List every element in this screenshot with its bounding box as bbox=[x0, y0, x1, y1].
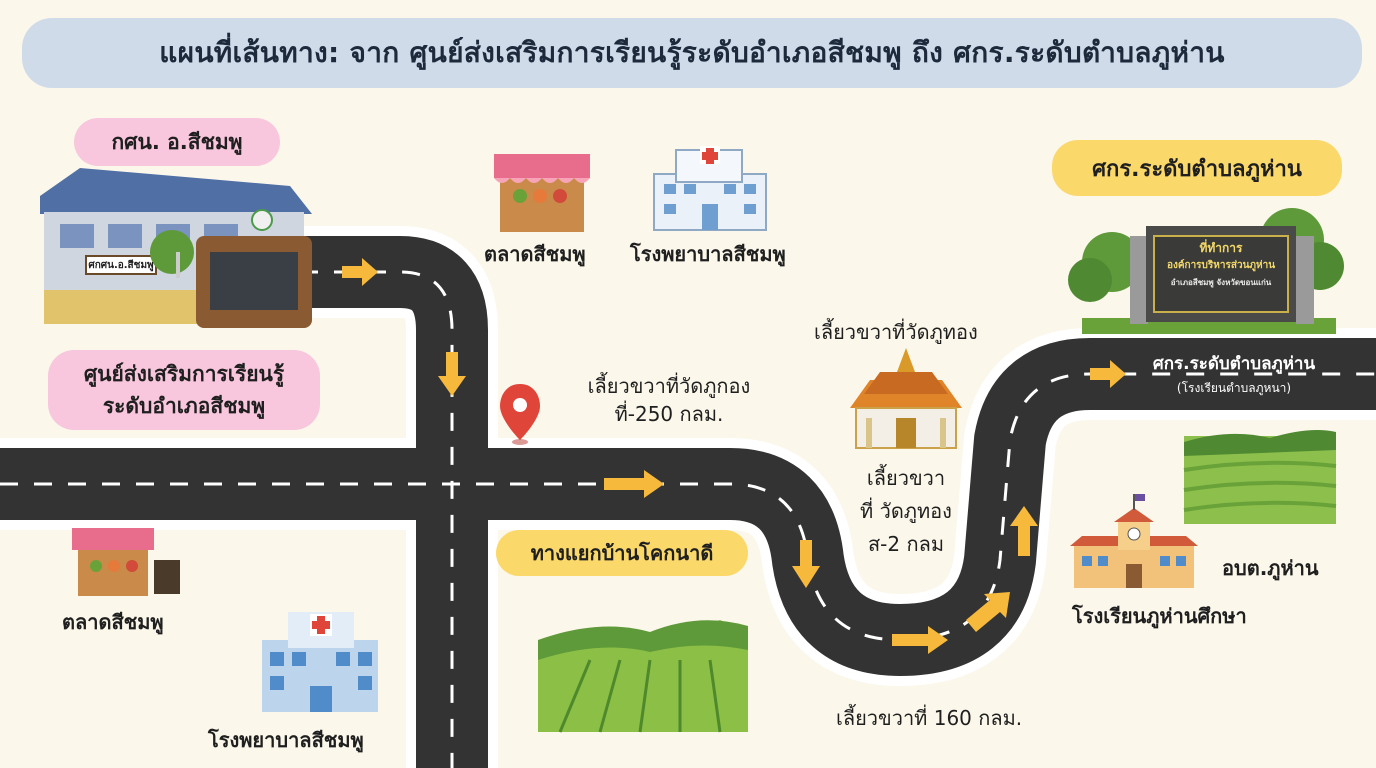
turn1-line1: เลี้ยวขวาที่วัดภูกอง bbox=[587, 374, 751, 398]
destination-sign-line1: ที่ทำการ bbox=[1199, 241, 1243, 255]
destination-sign-line2: องค์การบริหารส่วนภูห่าน bbox=[1166, 260, 1276, 271]
destination-sign-line3: อำเภอสีชมพู จังหวัดขอนแก่น bbox=[1170, 278, 1272, 287]
destination-sign bbox=[1068, 208, 1344, 334]
destination-road-label: ศกร.ระดับตำบลภูห่าน (โรงเรียนตำบลภูหนา) bbox=[1128, 352, 1340, 400]
temple-heading: เลี้ยวขวาที่วัดภูทอง bbox=[814, 320, 978, 344]
hospital-top-label: โรงพยาบาลสีชมพู bbox=[630, 242, 786, 266]
market-bottom-icon bbox=[72, 528, 180, 596]
turn2-line1: เลี้ยวขวา bbox=[866, 466, 946, 490]
origin-name-line1: ศูนย์ส่งเสริมการเรียนรู้ bbox=[83, 362, 285, 386]
turn3-direction: เลี้ยวขวาที่ 160 กลม. bbox=[836, 706, 1023, 730]
origin-badge: กศน. อ.สีชมพู bbox=[74, 118, 280, 166]
origin-name-line2: ระดับอำเภอสีชมพู bbox=[102, 394, 266, 418]
origin-building bbox=[40, 168, 312, 328]
map-pin-icon bbox=[500, 384, 540, 445]
sao-label: อบต.ภูห่าน bbox=[1222, 556, 1319, 580]
turn2-line2: ที่ วัดภูทอง bbox=[860, 499, 952, 523]
rice-field-bottom bbox=[538, 620, 748, 733]
market-bottom-label: ตลาดสีชมพู bbox=[62, 610, 164, 634]
turn1-line2: ที่-250 กลม. bbox=[614, 402, 724, 426]
turn2-direction: เลี้ยวขวา ที่ วัดภูทอง ส-2 กลม bbox=[846, 462, 966, 561]
origin-building-sign: ศกศน.อ.สีชมพู bbox=[88, 260, 154, 271]
school-icon bbox=[1070, 494, 1198, 588]
market-top-icon bbox=[494, 154, 590, 232]
junction-label: ทางแยกบ้านโคกนาดี bbox=[496, 530, 748, 576]
hospital-top-icon bbox=[653, 146, 767, 231]
green-field-right bbox=[1183, 430, 1337, 524]
turn2-line3: ส-2 กลม bbox=[867, 532, 945, 556]
destination-badge: ศกร.ระดับตำบลภูห่าน bbox=[1052, 140, 1342, 196]
destination-road-title: ศกร.ระดับตำบลภูห่าน bbox=[1152, 354, 1316, 374]
destination-road-subtitle: (โรงเรียนตำบลภูหนา) bbox=[1176, 381, 1292, 395]
market-top-label: ตลาดสีชมพู bbox=[484, 242, 586, 266]
hospital-bottom-icon bbox=[262, 612, 378, 712]
origin-label: ศูนย์ส่งเสริมการเรียนรู้ ระดับอำเภอสีชมพ… bbox=[48, 350, 320, 430]
page-title: แผนที่เส้นทาง: จาก ศูนย์ส่งเสริมการเรียน… bbox=[22, 18, 1362, 88]
destination-sign-text: ที่ทำการ องค์การบริหารส่วนภูห่าน อำเภอสี… bbox=[1154, 240, 1288, 291]
temple-icon bbox=[850, 348, 962, 449]
direction-arrows bbox=[342, 258, 1126, 654]
turn1-direction: เลี้ยวขวาที่วัดภูกอง ที่-250 กลม. bbox=[574, 372, 764, 428]
hospital-bottom-label: โรงพยาบาลสีชมพู bbox=[208, 728, 364, 752]
school-label: โรงเรียนภูห่านศึกษา bbox=[1072, 604, 1247, 628]
